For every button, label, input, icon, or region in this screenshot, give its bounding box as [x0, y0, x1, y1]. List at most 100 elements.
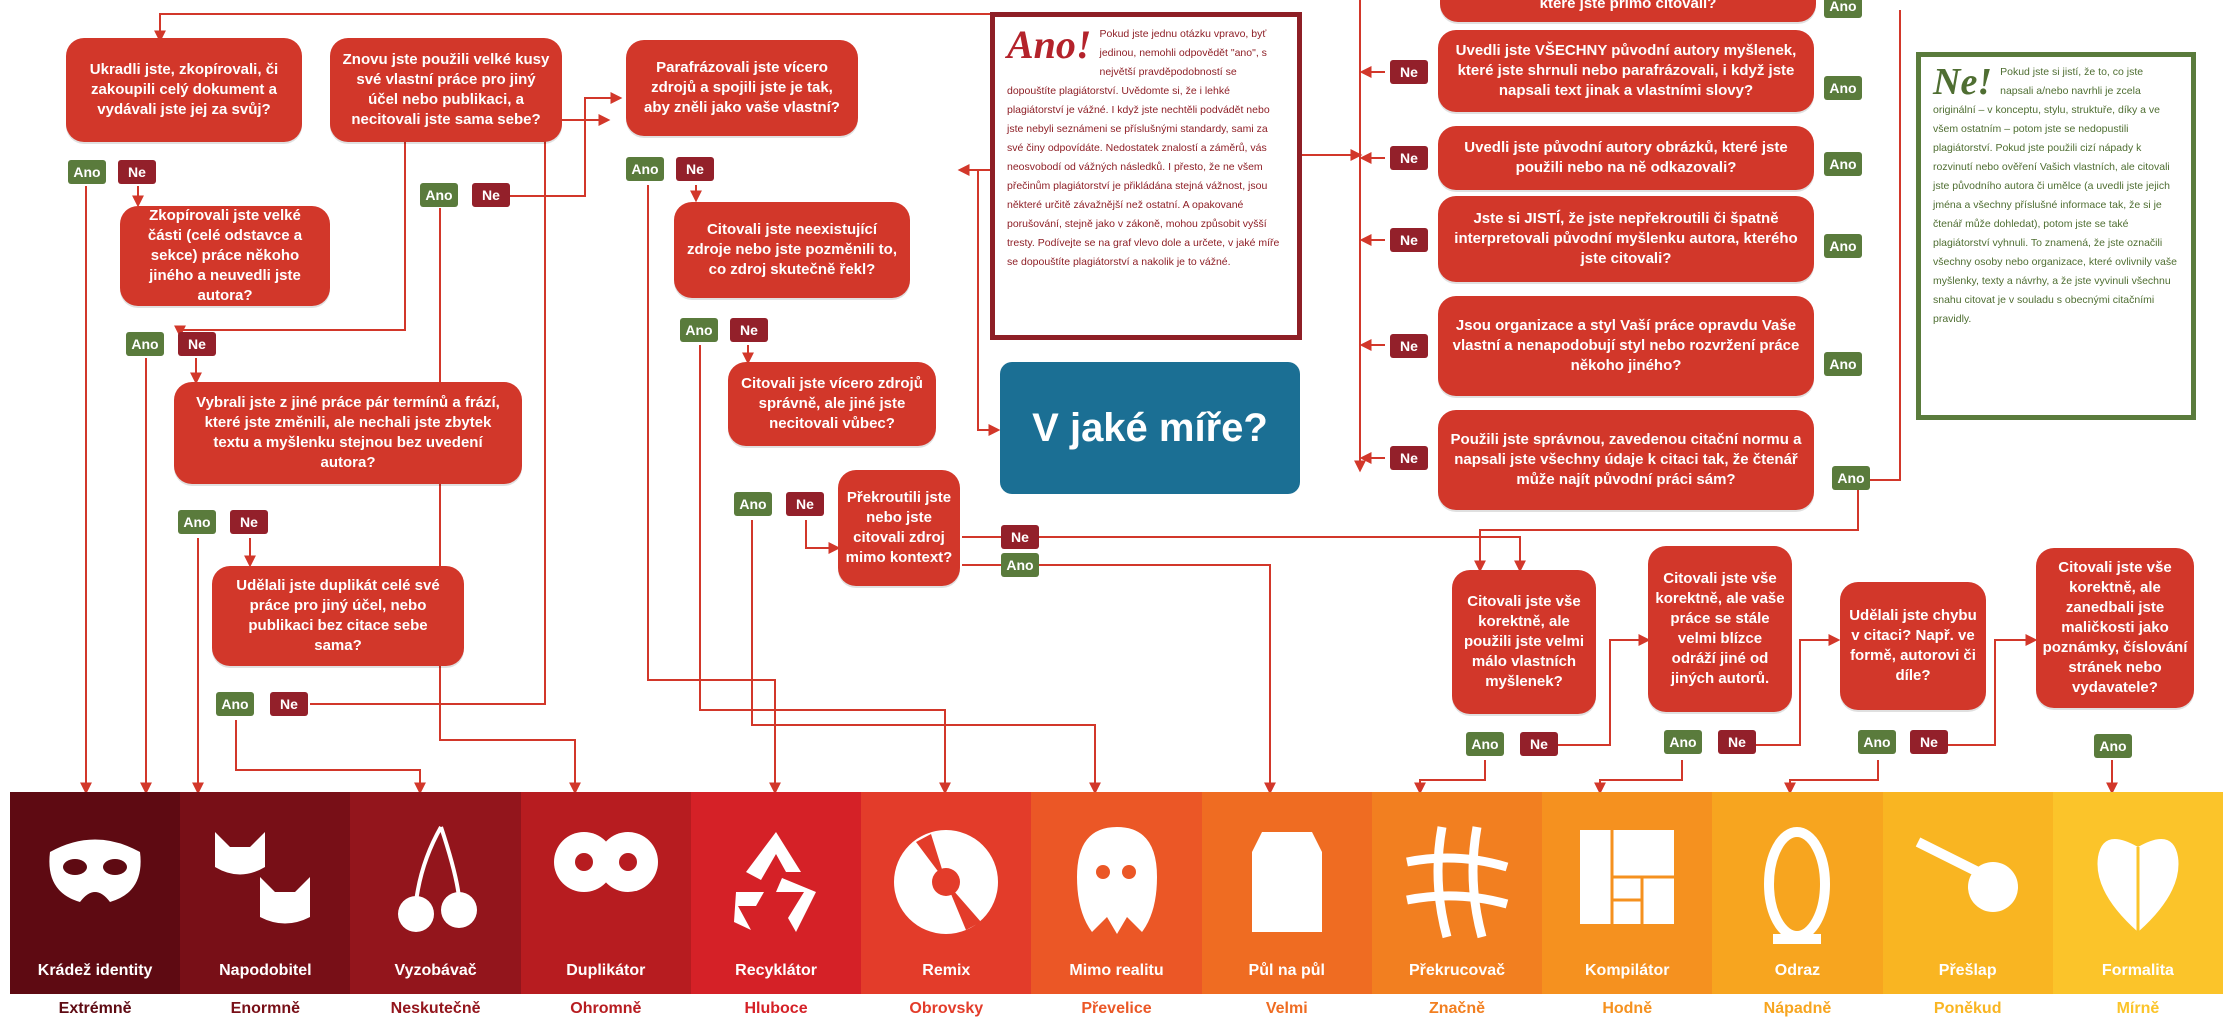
scale-name: Duplikátor: [566, 962, 646, 979]
question-r0: které jste přímo citovali?: [1440, 0, 1816, 22]
wire-q8-ano: [751, 520, 1101, 795]
scale-name: Formalita: [2101, 962, 2174, 979]
wire-q6-ano: [647, 185, 781, 795]
question-q1: Ukradli jste, zkopírovali, či zakoupili …: [66, 38, 302, 142]
question-r3: Jste si JISTÍ, že jste nepřekroutili či …: [1438, 196, 1814, 282]
ano-text: Pokud jste jednu otázku vpravo, byť jedi…: [1007, 28, 1280, 268]
scale-name: Mimo realitu: [1069, 962, 1164, 979]
scale-degree: Převelice: [1031, 994, 1202, 1024]
answer-ne-r5: Ne: [1390, 446, 1428, 470]
wire-top-feed: [154, 13, 1000, 43]
question-b2: Citovali jste vše korektně, ale vaše prá…: [1648, 546, 1792, 712]
wire-b2-ano: [1594, 760, 1683, 795]
answer-ne-r1: Ne: [1390, 60, 1428, 84]
scale-name: Remix: [922, 962, 971, 979]
answer-ne-b1: Ne: [1520, 732, 1558, 756]
answer-ano-r1: Ano: [1824, 76, 1862, 100]
answer-ne-b2: Ne: [1718, 730, 1756, 754]
answer-ano-q6: Ano: [626, 157, 664, 181]
answer-ano-q4: Ano: [216, 692, 254, 716]
answer-ano-b1: Ano: [1466, 732, 1504, 756]
scale-degree: Extrémně: [10, 994, 181, 1024]
question-q4: Udělali jste duplikát celé své práce pro…: [212, 566, 464, 666]
scale-name: Přešlap: [1938, 962, 1997, 979]
answer-ano-q2: Ano: [126, 332, 164, 356]
answer-ne-r3: Ne: [1390, 228, 1428, 252]
question-q7: Citovali jste neexistující zdroje nebo j…: [674, 202, 910, 298]
wire-q5-ne: [510, 92, 623, 197]
wire-q9-ne: [962, 536, 1526, 573]
ne-info-box: Ne! Pokud jste si jistí, že to, co jste …: [1916, 52, 2196, 420]
answer-ano-b4: Ano: [2094, 734, 2132, 758]
question-r1: Uvedli jste VŠECHNY původní autory myšle…: [1438, 30, 1814, 112]
wire-b1-ano: [1414, 760, 1486, 795]
scale-name: Překrucovač: [1408, 962, 1506, 979]
answer-ano-b3: Ano: [1858, 730, 1896, 754]
scale-name: Vyzobávač: [394, 962, 477, 979]
question-q2: Zkopírovali jste velké části (celé odsta…: [120, 206, 330, 306]
question-q6: Parafrázovali jste vícero zdrojů a spoji…: [626, 40, 858, 136]
answer-ano-r2: Ano: [1824, 152, 1862, 176]
wire-center-in: [977, 170, 1001, 436]
ne-heading: Ne!: [1933, 61, 1993, 103]
wire-b1-ne: [1540, 634, 1651, 746]
scale-degree: Enormně: [180, 994, 351, 1024]
question-q3: Vybrali jste z jiné práce pár termínů a …: [174, 382, 522, 484]
scale-degree: Značně: [1371, 994, 1543, 1024]
center-title: V jaké míře?: [1000, 362, 1300, 494]
question-r5: Použili jste správnou, zavedenou citační…: [1438, 410, 1814, 510]
question-r2: Uvedli jste původní autory obrázků, kter…: [1438, 126, 1814, 190]
answer-ne-r4: Ne: [1390, 334, 1428, 358]
answer-ne-q3: Ne: [230, 510, 268, 534]
scale-degree: Ohromně: [520, 994, 691, 1024]
answer-ano-q7: Ano: [680, 318, 718, 342]
scale-degree: Poněkud: [1882, 994, 2053, 1024]
answer-ano-q3: Ano: [178, 510, 216, 534]
question-b3: Udělali jste chybu v citaci? Např. ve fo…: [1840, 582, 1986, 710]
answer-ano-r4: Ano: [1824, 352, 1862, 376]
scale-name: Napodobitel: [219, 962, 312, 979]
answer-ne-q2: Ne: [178, 332, 216, 356]
scale-degree: Neskutečně: [350, 994, 521, 1024]
wire-r-ano-out: [1474, 480, 1859, 573]
scale-name: Kompilátor: [1585, 962, 1670, 979]
wire-q4-ano: [235, 720, 426, 795]
scale-degree: Mírně: [2052, 994, 2223, 1024]
answer-ano-q8: Ano: [734, 492, 772, 516]
question-b4: Citovali jste vše korektně, ale zanedbal…: [2036, 548, 2194, 708]
wire-q9-ano: [962, 564, 1276, 795]
wire-q4-ne: [310, 114, 611, 705]
answer-ano-r0: Ano: [1824, 0, 1862, 18]
scale-name: Odraz: [1774, 962, 1821, 979]
scale-degree: Obrovsky: [861, 994, 1032, 1024]
scale-degree: Hluboce: [690, 994, 862, 1024]
scale-degree: Hodně: [1542, 994, 1713, 1024]
wire-r-ano-spine: [1857, 10, 1901, 486]
answer-ne-q6: Ne: [676, 157, 714, 181]
answer-ne-q4: Ne: [270, 692, 308, 716]
answer-ano-b2: Ano: [1664, 730, 1702, 754]
question-q5: Znovu jste použili velké kusy své vlastn…: [330, 38, 562, 142]
ano-heading: Ano!: [1007, 22, 1092, 67]
answer-ne-r2: Ne: [1390, 146, 1428, 170]
answer-ne-q8: Ne: [786, 492, 824, 516]
wire-q7-ano: [699, 345, 951, 795]
answer-ano-q5: Ano: [420, 183, 458, 207]
answer-ne-b3: Ne: [1910, 730, 1948, 754]
wire-q8-ne: [805, 520, 841, 554]
answer-ne-q5: Ne: [472, 183, 510, 207]
question-b1: Citovali jste vše korektně, ale použili …: [1452, 570, 1596, 714]
